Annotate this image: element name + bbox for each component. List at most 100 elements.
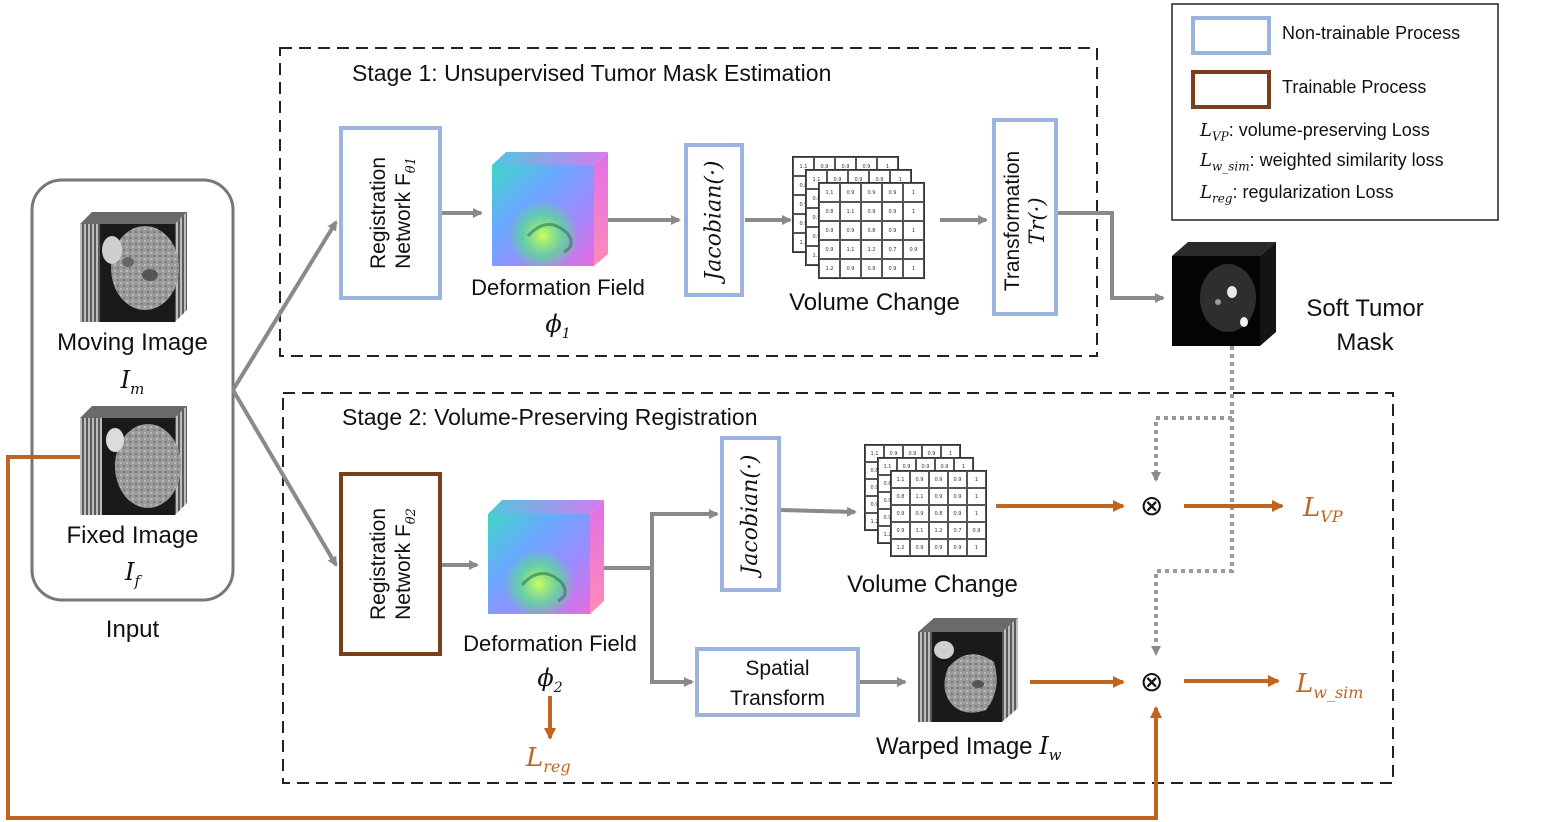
volume-grid-cell: 0.9 — [840, 221, 861, 240]
volume-grid-cell: 1 — [903, 259, 924, 278]
fixed-image-symbol: If — [32, 558, 233, 590]
arrow-tr-to-mask — [1058, 211, 1165, 303]
elementwise-product-2: ⊗ — [1140, 665, 1164, 698]
volume-grid-cell: 1 — [967, 505, 986, 522]
volume-grid-cell: 0.9 — [840, 183, 861, 202]
legend-lvp-symbol: L — [1200, 120, 1212, 141]
volume-grid-cell: 0.9 — [910, 505, 929, 522]
stage1-frame — [279, 47, 1098, 357]
mask-to-lvp-product — [1151, 346, 1234, 482]
registration-network-1-line2: Network Fθ1 — [391, 128, 424, 298]
deformation-field-2-label: Deformation Field — [463, 631, 637, 656]
volume-grid-cell: 1 — [967, 471, 986, 488]
loss-vp-sym: L — [1303, 493, 1321, 523]
volume-grid-cell: 0.9 — [948, 539, 967, 556]
warped-image-sym: I — [1039, 732, 1049, 760]
volume-grid-cell: 1 — [903, 221, 924, 240]
legend-lwsim-desc: : weighted similarity loss — [1249, 150, 1444, 170]
mask-to-lwsim-product — [1151, 418, 1234, 656]
jacobian-2-text: Jacobian(·) — [738, 454, 763, 575]
volume-grid-cell: 0.9 — [929, 488, 948, 505]
deformation-field-1-symbol: ϕ1 — [455, 310, 661, 342]
stage2-title: Stage 2: Volume-Preserving Registration — [342, 404, 758, 430]
volume-grid-cell: 0.7 — [882, 240, 903, 259]
legend-non-trainable-swatch — [1191, 16, 1271, 55]
volume-grid-cell: 0.9 — [967, 522, 986, 539]
volume-grid-cell: 0.8 — [891, 488, 910, 505]
moving-image-sub: m — [130, 379, 145, 398]
transformation-text: Transformation Tr(·) — [1000, 122, 1050, 320]
jacobian-1-box: Jacobian(·) — [684, 143, 744, 297]
volume-grid-cell: 0.9 — [861, 259, 882, 278]
volume-grid-cell: 0.9 — [882, 202, 903, 221]
volume-grid-cell: 0.9 — [819, 240, 840, 259]
registration-network-2-text: Registration Network Fθ2 — [366, 479, 419, 649]
warped-image-sub: w — [1048, 745, 1062, 764]
transformation-line2: Tr(·) — [1025, 197, 1049, 245]
loss-reg-sub: reg — [543, 757, 571, 777]
legend-lreg-desc: : regularization Loss — [1232, 182, 1394, 202]
loss-reg-label: Lreg — [526, 742, 571, 776]
legend-lwsim-row: Lw_sim: weighted similarity loss — [1200, 150, 1444, 174]
jacobian-1-text: Jacobian(·) — [701, 160, 727, 281]
loss-wsim-sub: w_sim — [1313, 683, 1364, 703]
fixed-image-sub: f — [134, 571, 141, 590]
volume-grid-cell: 1.1 — [806, 170, 827, 189]
volume-grid-cell: 1.1 — [865, 445, 884, 462]
flow-arrows — [231, 208, 1165, 687]
volume-grid-cell: 1.1 — [878, 458, 897, 475]
input-caption: Input — [105, 616, 160, 643]
volume-grid-cell: 0.9 — [929, 471, 948, 488]
loss-reg-sym: L — [526, 743, 544, 773]
volume-grid-cell: 0.9 — [891, 505, 910, 522]
spatial-transform-box: Spatial Transform — [695, 647, 860, 717]
volume-grid-cell: 1.1 — [819, 183, 840, 202]
volume-grid-cell: 0.9 — [882, 259, 903, 278]
volume-grid-cell: 1 — [903, 202, 924, 221]
soft-tumor-mask-cube — [1172, 242, 1276, 346]
soft-tumor-mask-label-1: Soft Tumor — [1306, 295, 1424, 322]
soft-tumor-mask-label-2: Mask — [1336, 329, 1394, 356]
stage2-frame — [282, 392, 1394, 784]
jacobian-2-box: Jacobian(·) — [720, 436, 781, 592]
deformation-field-1-sym: ϕ — [545, 310, 562, 338]
volume-grid-cell: 0.9 — [891, 522, 910, 539]
registration-network-2-line1: Registration — [367, 507, 390, 621]
volume-grid-cell: 0.9 — [840, 259, 861, 278]
volume-grid-cell: 0.9 — [948, 488, 967, 505]
volume-grid-cell: 0.9 — [903, 240, 924, 259]
fixed-image-label: Fixed Image — [66, 522, 199, 549]
registration-network-1-sub: θ1 — [404, 157, 420, 174]
moving-image-label: Moving Image — [57, 329, 208, 356]
stage1-title: Stage 1: Unsupervised Tumor Mask Estimat… — [352, 60, 832, 86]
volume-grid-cell: 0.8 — [929, 505, 948, 522]
transformation-box: Transformation Tr(·) — [992, 118, 1058, 316]
registration-network-1-line1: Registration — [367, 156, 390, 270]
volume-grid-cell: 0.8 — [861, 221, 882, 240]
volume-grid-cell: 0.9 — [929, 539, 948, 556]
loss-vp-sub: VP — [1320, 507, 1343, 527]
deformation-field-2-symbol: ϕ2 — [447, 664, 653, 696]
transformation-line1: Transformation — [1001, 150, 1024, 292]
registration-network-2-name: Network F — [392, 524, 415, 620]
legend-lwsim-symbol: L — [1200, 150, 1212, 171]
registration-network-2-box: Registration Network Fθ2 — [339, 472, 442, 656]
arrow-input-to-reg2 — [231, 388, 338, 567]
volume-grid-cell: 0.9 — [910, 471, 929, 488]
moving-image-cube — [80, 212, 187, 322]
volume-grid-cell: 0.9 — [861, 202, 882, 221]
registration-network-1-box: Registration Network Fθ1 — [339, 126, 442, 300]
volume-grid-cell: 1.1 — [891, 471, 910, 488]
loss-wsim-label: Lw_sim — [1296, 668, 1363, 702]
loss-vp-label: LVP — [1303, 492, 1343, 526]
legend-lvp-subscript: VP — [1211, 129, 1229, 144]
volume-grid-cell: 1.2 — [929, 522, 948, 539]
warped-image-cube — [918, 618, 1018, 722]
loss-arrows — [6, 455, 1284, 820]
mask-dotted-paths — [1151, 346, 1234, 656]
warped-image-text: Warped Image — [876, 733, 1033, 760]
legend-lvp-row: LVP: volume-preserving Loss — [1200, 120, 1430, 144]
volume-change-grid-2: 1.10.90.90.910.81.10.90.910.90.90.80.910… — [864, 444, 999, 566]
